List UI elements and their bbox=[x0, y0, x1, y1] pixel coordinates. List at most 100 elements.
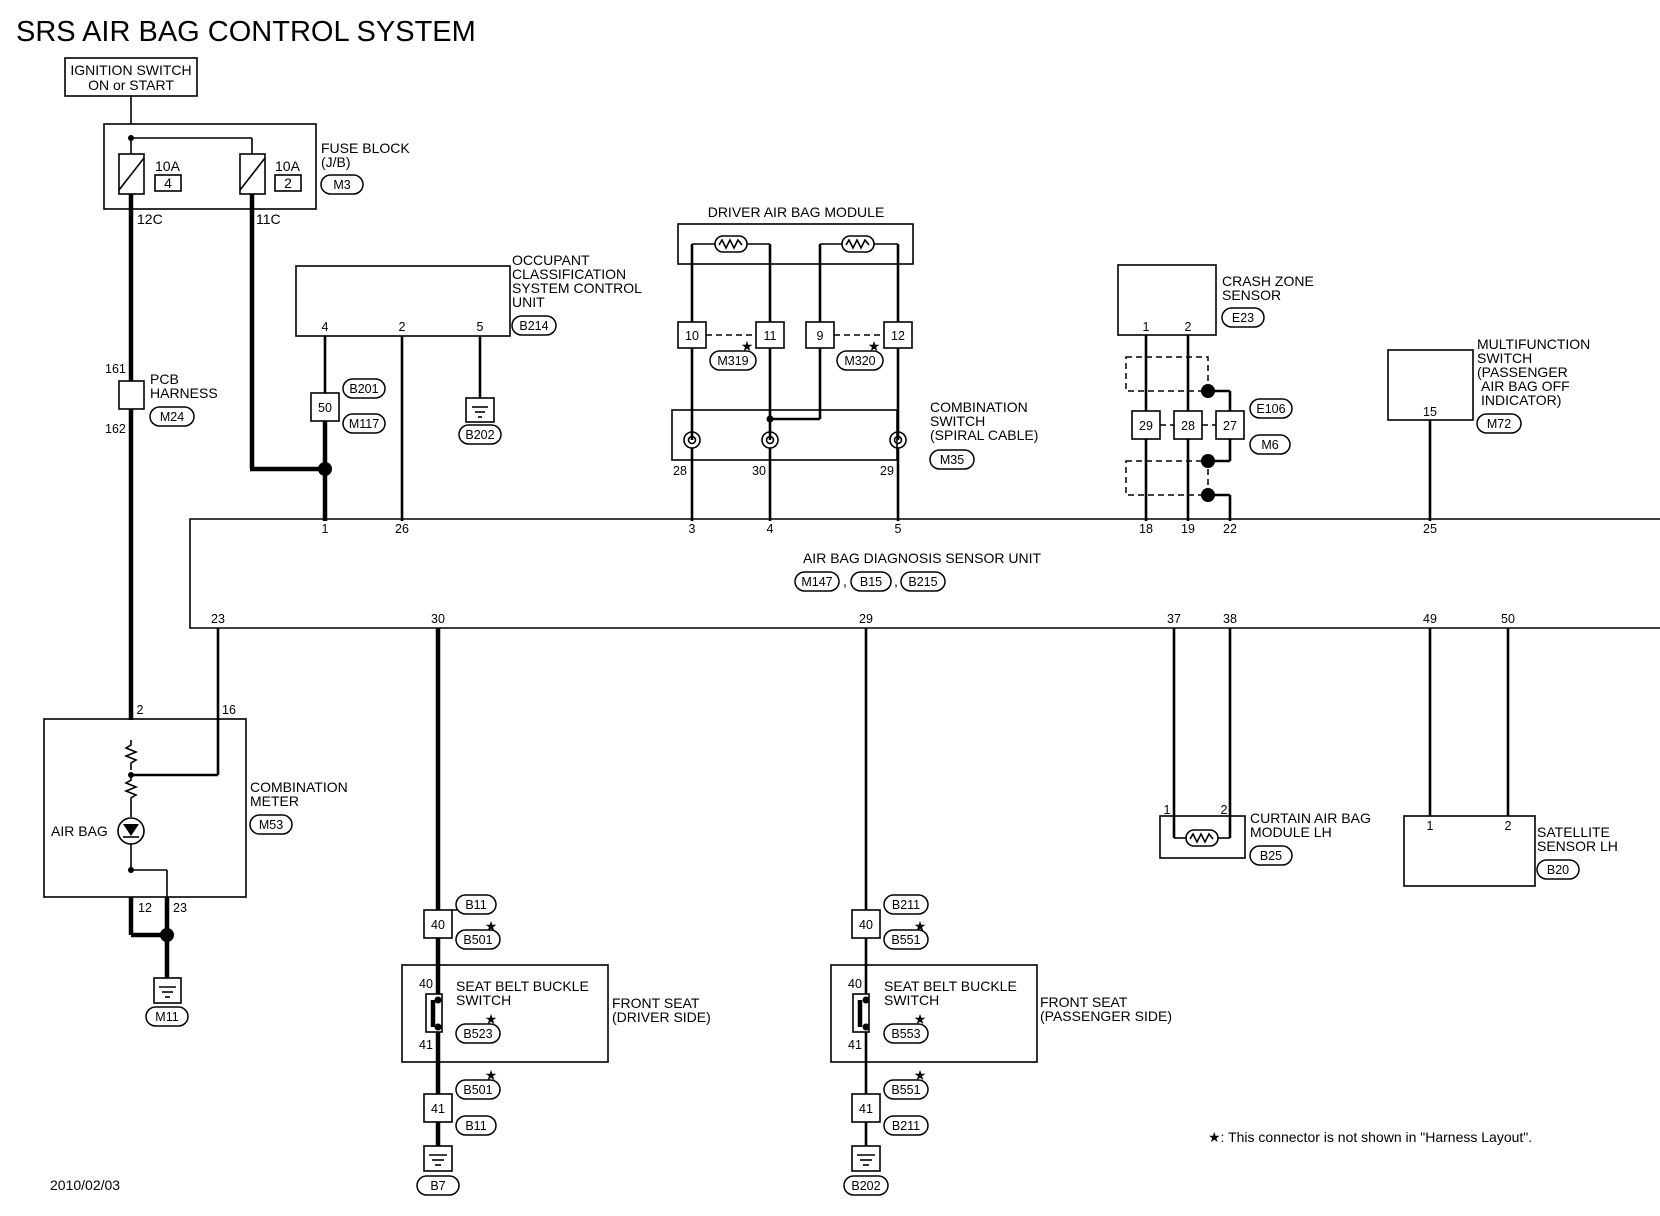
pin-label: 40 bbox=[859, 918, 873, 932]
ground-icon bbox=[423, 1145, 453, 1172]
pin-label: 29 bbox=[859, 612, 873, 626]
ignition-switch: IGNITION SWITCH ON or START bbox=[64, 57, 198, 97]
driver-airbag-module: DRIVER AIR BAG MODULE bbox=[677, 204, 914, 265]
svg-text:B11: B11 bbox=[465, 898, 486, 912]
svg-text:B523: B523 bbox=[463, 1027, 492, 1041]
pin-label: 1 bbox=[322, 522, 329, 536]
connector-badge: M35 bbox=[929, 449, 975, 470]
spiral-label: (SPIRAL CABLE) bbox=[930, 427, 1038, 443]
svg-text:B501: B501 bbox=[463, 1083, 492, 1097]
date-stamp: 2010/02/03 bbox=[50, 1177, 120, 1193]
multifunction-switch: 15 MULTIFUNCTION SWITCH (PASSENGER AIR B… bbox=[1387, 336, 1590, 421]
pin-label: 3 bbox=[689, 522, 696, 536]
svg-text:M320: M320 bbox=[844, 354, 875, 368]
connector-badge: M3 bbox=[320, 174, 364, 195]
combination-meter-label: METER bbox=[250, 793, 299, 809]
seat-switch-label: SWITCH bbox=[884, 992, 939, 1008]
connector-badge: B551 bbox=[883, 1079, 929, 1100]
pin-label: 26 bbox=[395, 522, 409, 536]
svg-text:M72: M72 bbox=[1487, 417, 1511, 431]
connector-badge: E106 bbox=[1249, 398, 1293, 419]
pin-label: 41 bbox=[419, 1038, 433, 1052]
multifunction-label: (PASSENGER bbox=[1477, 364, 1568, 380]
svg-text:M11: M11 bbox=[155, 1010, 178, 1024]
pin-label: 16 bbox=[222, 703, 236, 717]
curtain-airbag-label: MODULE LH bbox=[1250, 824, 1332, 840]
combination-meter: 2 16 AIR BAG 12 23 COMBINATION METER bbox=[43, 703, 348, 915]
pin-label: 1 bbox=[1427, 819, 1434, 833]
connector-badge: B501 bbox=[455, 929, 501, 950]
airbag-label: AIR BAG bbox=[51, 823, 108, 839]
star-icon: ★ bbox=[914, 1011, 927, 1027]
ground-icon bbox=[465, 397, 495, 423]
fuse-rating: 10A bbox=[155, 158, 181, 174]
combination-meter-label: COMBINATION bbox=[250, 779, 348, 795]
pin-label: 37 bbox=[1167, 612, 1181, 626]
connector-badge: M53 bbox=[249, 814, 293, 835]
connector-badge: M11 bbox=[145, 1006, 189, 1027]
pin-label: 40 bbox=[848, 977, 862, 991]
pin-label: 19 bbox=[1181, 522, 1195, 536]
svg-text:B20: B20 bbox=[1547, 863, 1569, 877]
connector-badge: B501 bbox=[455, 1079, 501, 1100]
pin-label: 15 bbox=[1423, 405, 1437, 419]
seat-switch-label: SWITCH bbox=[456, 992, 511, 1008]
seat-side-label: (PASSENGER SIDE) bbox=[1040, 1008, 1172, 1024]
pin-label: 2 bbox=[1505, 819, 1512, 833]
occupant-label: UNIT bbox=[512, 294, 545, 310]
svg-text:E106: E106 bbox=[1256, 402, 1285, 416]
pin-label: 2 bbox=[137, 703, 144, 717]
svg-text:B11: B11 bbox=[465, 1119, 486, 1133]
fuse-block: 10A 4 10A 2 12C 11C FUSE BLOCK (J/B) bbox=[103, 123, 410, 227]
fuse-block-label: FUSE BLOCK bbox=[321, 140, 410, 156]
pin-label: 30 bbox=[752, 464, 766, 478]
svg-text:M24: M24 bbox=[160, 410, 184, 424]
connector-badge: M117 bbox=[342, 413, 386, 434]
occupant-label: CLASSIFICATION bbox=[512, 266, 626, 282]
pin-label: 2 bbox=[1221, 803, 1228, 817]
spiral-label: SWITCH bbox=[930, 413, 985, 429]
pin-label: 41 bbox=[431, 1102, 445, 1116]
occupant-unit: 4 2 5 OCCUPANT CLASSIFICATION SYSTEM CON… bbox=[295, 252, 642, 337]
connector-badge: M147 bbox=[794, 571, 840, 592]
pcb-label: PCB bbox=[150, 371, 179, 387]
connector-badge: B202 bbox=[458, 424, 502, 445]
seat-side-label: (DRIVER SIDE) bbox=[612, 1009, 711, 1025]
crash-zone-sensor: 1 2 CRASH ZONE SENSOR bbox=[1117, 264, 1314, 336]
pcb-pin-bottom: 162 bbox=[105, 422, 126, 436]
svg-text:,: , bbox=[843, 573, 847, 589]
connector-badge: M6 bbox=[1249, 434, 1291, 455]
svg-text:B15: B15 bbox=[860, 575, 882, 589]
occupant-label: SYSTEM CONTROL bbox=[512, 280, 642, 296]
seat-switch-label: SEAT BELT BUCKLE bbox=[884, 978, 1017, 994]
pin-label: 10 bbox=[685, 329, 699, 343]
occupant-label: OCCUPANT bbox=[512, 252, 590, 268]
svg-text:B25: B25 bbox=[1260, 849, 1282, 863]
pin-label: 30 bbox=[431, 612, 445, 626]
svg-text:B551: B551 bbox=[891, 933, 920, 947]
fuse-rating: 10A bbox=[275, 158, 301, 174]
connector-badge: E23 bbox=[1221, 307, 1265, 328]
multifunction-label: MULTIFUNCTION bbox=[1477, 336, 1590, 352]
pin-label: 22 bbox=[1223, 522, 1237, 536]
pin-label: 9 bbox=[817, 329, 824, 343]
curtain-airbag-label: CURTAIN AIR BAG bbox=[1250, 810, 1371, 826]
pin-label: 23 bbox=[211, 612, 225, 626]
fuse-block-jb: (J/B) bbox=[321, 154, 351, 170]
pin-label: 25 bbox=[1423, 522, 1437, 536]
crash-zone-label: CRASH ZONE bbox=[1222, 273, 1314, 289]
pin-label: 2 bbox=[1185, 320, 1192, 334]
seat-belt-switch-passenger: 40 40 41 SEAT BELT BUCKLE SWITCH FRONT S… bbox=[830, 909, 1172, 1146]
connector-badge: M24 bbox=[149, 406, 195, 427]
connector-badge: B25 bbox=[1249, 845, 1293, 866]
pin-label: 4 bbox=[322, 320, 329, 334]
fuse-number: 4 bbox=[164, 175, 172, 191]
connector-badge: B7 bbox=[416, 1175, 460, 1196]
connector-badge: B202 bbox=[843, 1175, 889, 1196]
connector-badge: M72 bbox=[1476, 413, 1522, 434]
multifunction-label: INDICATOR) bbox=[1481, 392, 1561, 408]
spiral-cable: 28 30 29 COMBINATION SWITCH (SPIRAL CABL… bbox=[671, 399, 1038, 478]
pin-label: 1 bbox=[1143, 320, 1150, 334]
pin-label: 49 bbox=[1423, 612, 1437, 626]
curtain-airbag-module: 1 2 CURTAIN AIR BAG MODULE LH bbox=[1159, 803, 1371, 859]
